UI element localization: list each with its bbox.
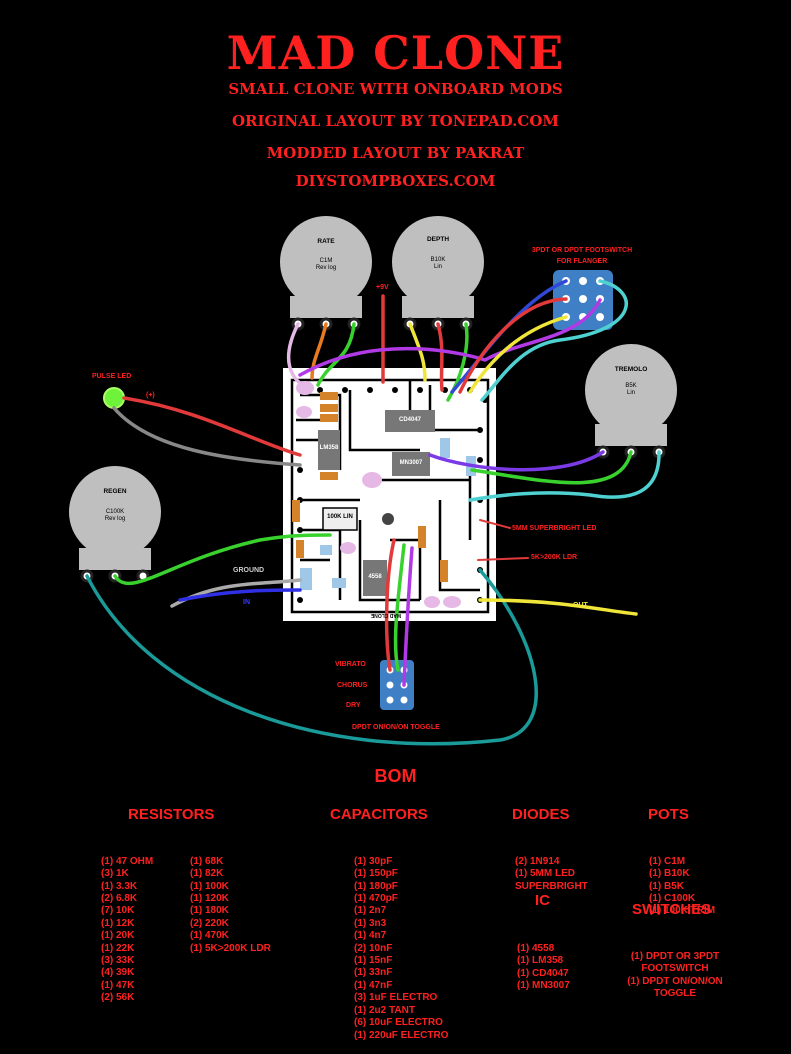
pot-depth-body <box>392 216 484 318</box>
subtitle-line-1: SMALL CLONE WITH ONBOARD MODS <box>228 80 563 98</box>
wiring-diagram <box>69 216 677 746</box>
pot-regen-taper: Rev log <box>104 516 126 522</box>
superbright-led-label: 5MM SUPERBRIGHT LED <box>512 525 597 532</box>
pot-tremolo-name: TREMOLO <box>614 366 648 373</box>
bom-resistors-heading: RESISTORS <box>128 806 215 823</box>
bom-capacitors-list: (1) 30pF(1) 150pF(1) 180pF(1) 470pF(1) 2… <box>354 855 449 1041</box>
bom-resistors-col2: (1) 68K(1) 82K(1) 100K(1) 120K(1) 180K(2… <box>190 855 271 954</box>
nine-volt-label: +9V <box>376 284 389 291</box>
pulse-led <box>103 387 125 409</box>
subtitle-line-4: DIYSTOMPBOXES.COM <box>295 172 496 190</box>
bom-title: BOM <box>374 766 417 786</box>
chip-mn3007-label: MN3007 <box>399 460 423 466</box>
chip-cd4047-label: CD4047 <box>398 417 421 423</box>
subtitle-line-3: MODDED LAYOUT BY PAKRAT <box>266 144 525 162</box>
wires <box>85 279 661 746</box>
pot-regen-body <box>69 466 161 570</box>
pcb-components <box>292 381 476 608</box>
pot-rate-taper: Rev log <box>315 265 337 271</box>
bom-ic-heading: IC <box>535 892 550 909</box>
bom-capacitors-heading: CAPACITORS <box>330 806 428 823</box>
dry-label: DRY <box>346 702 361 709</box>
chip-mn3007 <box>392 452 430 476</box>
chip-lm358 <box>318 430 340 470</box>
bom-resistors-col1: (1) 47 OHM(3) 1K(1) 3.3K(2) 6.8K(7) 10K(… <box>101 855 154 1004</box>
trim-pot-label: 100K LIN <box>327 514 353 520</box>
bom-pots-list: (1) C1M(1) B10K(1) B5K(1) C100K(1) 100K … <box>649 855 716 917</box>
pulse-led-label: PULSE LED <box>92 373 132 380</box>
chip-lm358-label: LM358 <box>319 445 339 451</box>
pot-tremolo-value: B5K <box>625 383 637 389</box>
bom-diodes-heading: DIODES <box>512 806 570 823</box>
pot-tremolo-body <box>585 344 677 446</box>
footswitch-label-1: 3PDT OR DPDT FOOTSWITCH <box>531 247 633 254</box>
toggle-label: DPDT ON/ON/ON TOGGLE <box>352 724 440 731</box>
bom-ic-list: (1) 4558(1) LM358(1) CD4047(1) MN3007 <box>517 942 570 992</box>
pot-rate-name: RATE <box>317 238 335 245</box>
pot-depth-name: DEPTH <box>426 236 450 243</box>
chip-cd4047 <box>385 410 435 432</box>
footswitch-label-2: FOR FLANGER <box>556 258 608 265</box>
chorus-label: CHORUS <box>337 682 368 689</box>
bom-pots-heading: POTS <box>648 806 689 823</box>
ground-label: GROUND <box>233 567 265 574</box>
chip-4558 <box>363 560 387 596</box>
bom-switches-heading: SWITCHES <box>632 901 712 918</box>
pot-depth-taper: Lin <box>433 264 442 270</box>
pot-tremolo-taper: Lin <box>626 390 635 396</box>
footswitch-lugs <box>562 277 604 321</box>
pot-depth-value: B10K <box>430 257 446 263</box>
ldr-label: 5K>200K LDR <box>531 554 578 561</box>
out-label: OUT <box>573 602 588 609</box>
pot-rate-body <box>280 216 372 318</box>
pot-regen-value: C100K <box>105 509 125 515</box>
pot-rate-value: C1M <box>319 258 333 264</box>
page-title: MAD CLONE <box>226 26 565 80</box>
vibrato-label: VIBRATO <box>335 661 366 668</box>
pcb-footer-text: MAD CLONE <box>370 612 402 618</box>
subtitle-line-2: ORIGINAL LAYOUT BY TONEPAD.COM <box>231 112 560 130</box>
pot-regen-name: REGEN <box>103 488 127 495</box>
led-plus-label: (+) <box>146 392 155 399</box>
chip-4558-label: 4558 <box>368 574 382 580</box>
in-label: IN <box>243 599 250 606</box>
